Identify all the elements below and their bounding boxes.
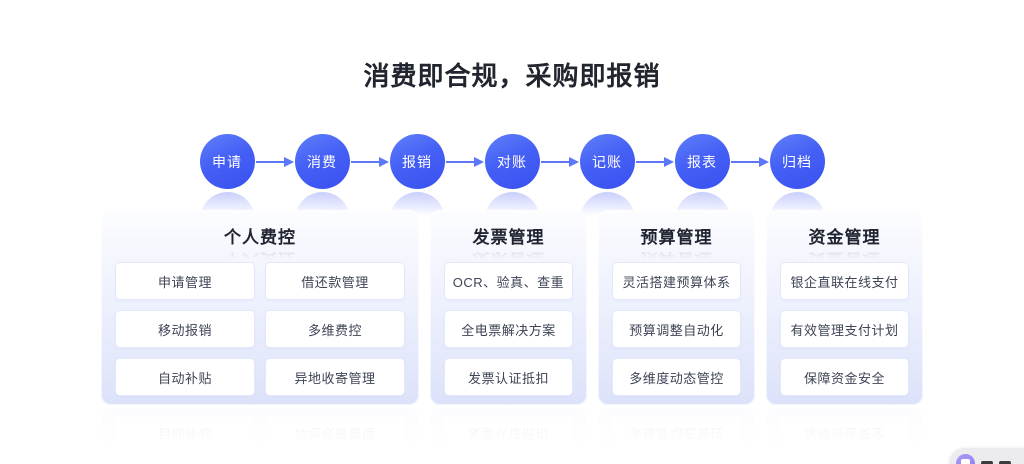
feature-card: 申请管理: [115, 262, 255, 300]
feature-card: 预算调整自动化: [612, 310, 741, 348]
feature-card: 灵活搭建预算体系: [612, 262, 741, 300]
flow-step-label: 归档: [782, 153, 812, 170]
arrow-right-icon: [635, 156, 674, 167]
flow-step-label: 报表: [687, 153, 717, 170]
panel-title: 资金管理: [808, 228, 881, 247]
card-grid: OCR、验真、查重 全电票解决方案 发票认证抵扣: [430, 248, 587, 396]
feature-card: 有效管理支付计划: [780, 310, 909, 348]
feature-card: 借还款管理: [265, 262, 405, 300]
flow-step-label: 报销: [402, 153, 432, 170]
arrow-right-icon: [350, 156, 389, 167]
flow-step-report: 报表: [674, 134, 730, 189]
panel-invoice: 发票管理 OCR、验真、查重 全电票解决方案 发票认证抵扣: [430, 210, 587, 405]
feature-card: 异地收寄管理: [265, 358, 405, 396]
flow-step-consume: 消费: [294, 134, 350, 189]
card-grid: 银企直联在线支付 有效管理支付计划 保障资金安全: [766, 248, 923, 396]
flow-step-reimburse: 报销: [389, 134, 445, 189]
arrow-right-icon: [540, 156, 579, 167]
feature-card: 自动补贴: [115, 358, 255, 396]
arrow-right-icon: [445, 156, 484, 167]
panel-funds: 资金管理 银企直联在线支付 有效管理支付计划 保障资金安全: [766, 210, 923, 405]
flow-step-archive: 归档: [769, 134, 825, 189]
workflow-diagram: 申请 消费 报销 对账 记账 报表 归档: [0, 134, 1024, 189]
flow-step-apply: 申请: [199, 134, 255, 189]
feature-card: 保障资金安全: [780, 358, 909, 396]
card-grid: 灵活搭建预算体系 预算调整自动化 多维度动态管控: [598, 248, 755, 396]
flow-step-label: 记账: [592, 153, 622, 170]
feature-card: 银企直联在线支付: [780, 262, 909, 300]
feature-card: 全电票解决方案: [444, 310, 573, 348]
chat-assistant-icon: [956, 453, 975, 464]
panel-budget: 预算管理 灵活搭建预算体系 预算调整自动化 多维度动态管控: [598, 210, 755, 405]
flow-step-reconcile: 对账: [484, 134, 540, 189]
feature-card: 多维费控: [265, 310, 405, 348]
flow-step-label: 对账: [497, 153, 527, 170]
feature-card: 多维度动态管控: [612, 358, 741, 396]
feature-card: OCR、验真、查重: [444, 262, 573, 300]
chat-assistant-widget[interactable]: [950, 448, 1024, 464]
flow-step-label: 消费: [307, 153, 337, 170]
chat-widget-glyph: [999, 461, 1011, 464]
panel-personal-expense: 个人费控 申请管理 借还款管理 移动报销 多维费控 自动补贴 异地收寄管理: [101, 210, 419, 405]
panel-title: 个人费控: [224, 228, 296, 247]
arrow-right-icon: [730, 156, 769, 167]
panel-title: 预算管理: [640, 228, 713, 247]
chat-widget-glyph: [981, 461, 993, 464]
page-title: 消费即合规，采购即报销: [363, 61, 661, 91]
feature-card: 发票认证抵扣: [444, 358, 573, 396]
card-grid: 申请管理 借还款管理 移动报销 多维费控 自动补贴 异地收寄管理: [101, 248, 419, 396]
feature-panels: 个人费控 申请管理 借还款管理 移动报销 多维费控 自动补贴 异地收寄管理 发票…: [0, 210, 1024, 405]
flow-step-label: 申请: [212, 153, 242, 170]
arrow-right-icon: [255, 156, 294, 167]
panel-title: 发票管理: [472, 228, 545, 247]
flow-step-bookkeeping: 记账: [579, 134, 635, 189]
feature-card: 移动报销: [115, 310, 255, 348]
